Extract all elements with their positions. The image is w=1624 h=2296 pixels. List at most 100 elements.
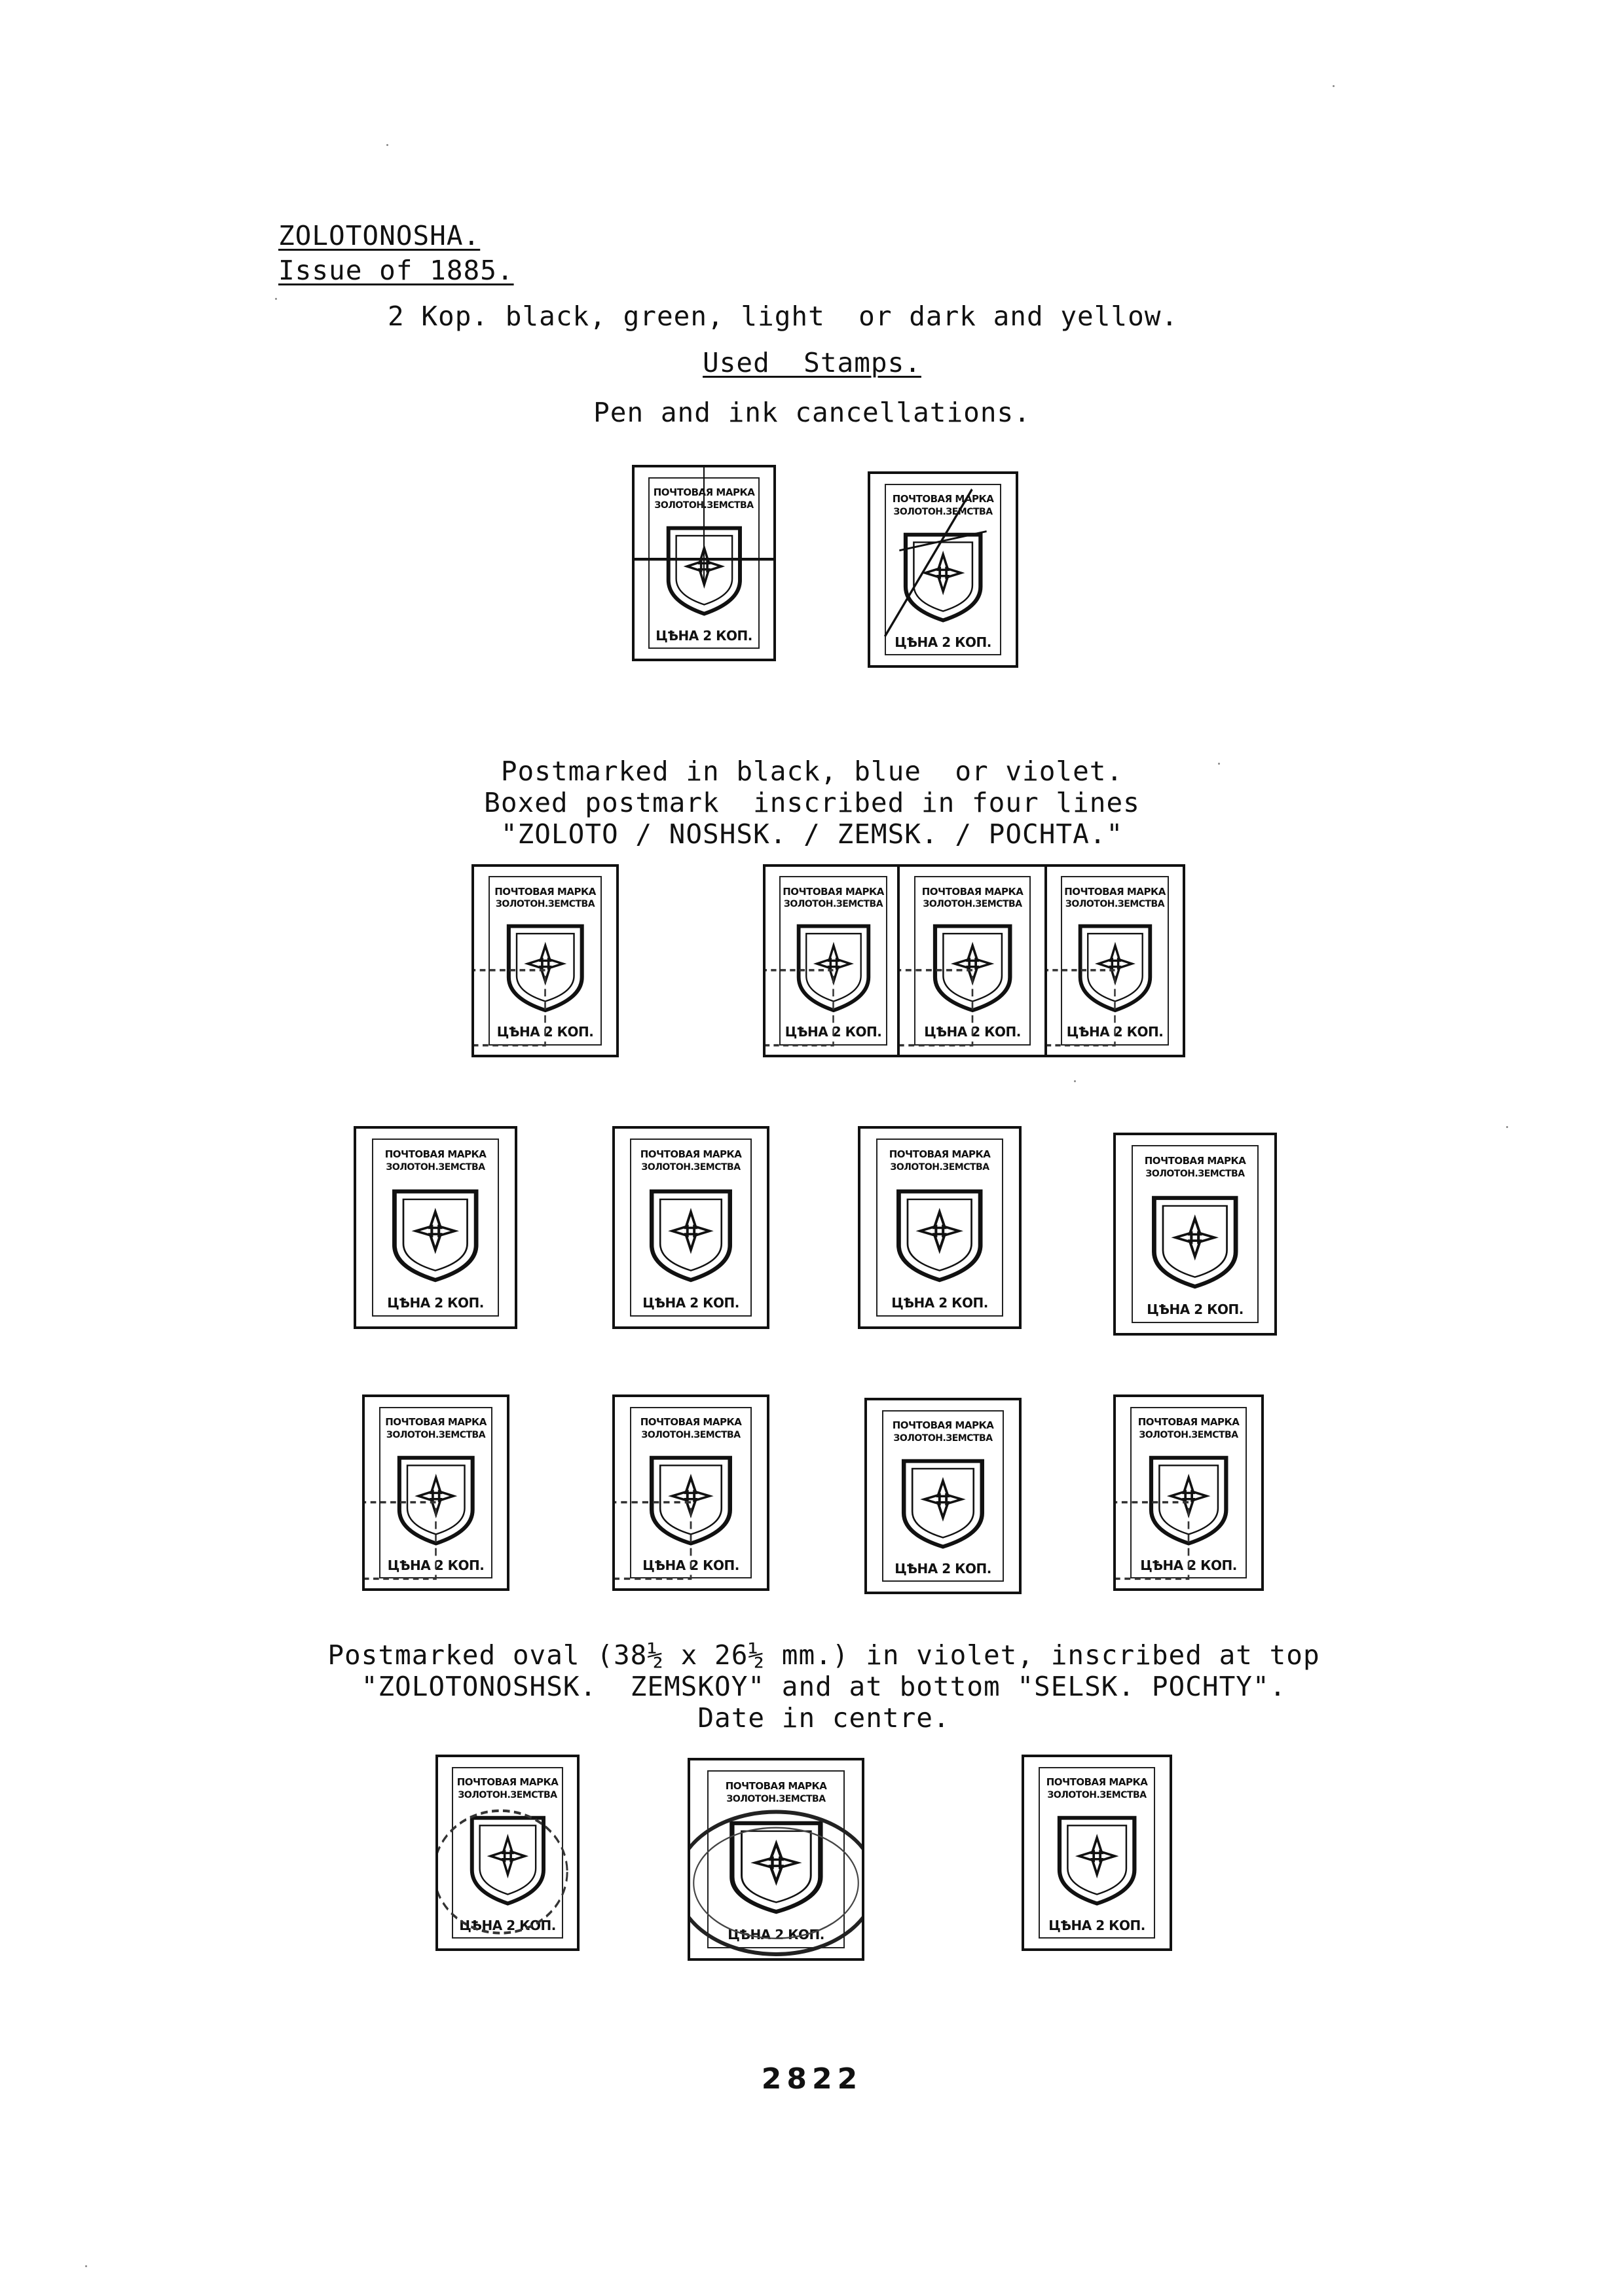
coat-of-arms-icon xyxy=(1151,1195,1240,1290)
stamp-frame xyxy=(372,1139,499,1317)
stamp-value-inscription: ЦѢНА 2 КОП. xyxy=(895,1560,991,1576)
pen-ink-caption: Pen and ink cancellations. xyxy=(593,397,1031,428)
cancellation-mark xyxy=(615,1501,692,1580)
stamp-second-inscription: ЗОЛОТОН.ЗЕМСТВА xyxy=(386,1162,485,1173)
stamp-value-inscription: ЦѢНА 2 КОП. xyxy=(642,1294,739,1311)
stamp-second-inscription: ЗОЛОТОН.ЗЕМСТВА xyxy=(783,898,883,909)
stamp-top-inscription: ПОЧТОВАЯ МАРКА xyxy=(385,1416,487,1429)
coat-of-arms-icon xyxy=(900,1458,986,1550)
stamp-second-inscription: ЗОЛОТОН.ЗЕМСТВА xyxy=(458,1789,557,1800)
cancellation-mark xyxy=(356,1129,515,1326)
stamp-second-inscription: ЗОЛОТОН.ЗЕМСТВА xyxy=(641,1429,741,1440)
stamp-second-inscription: ЗОЛОТОН.ЗЕМСТВА xyxy=(1047,1789,1147,1800)
scan-speck xyxy=(85,2265,87,2267)
cancellation-mark xyxy=(900,969,974,1047)
stamp-second-inscription: ЗОЛОТОН.ЗЕМСТВА xyxy=(1145,1169,1245,1180)
stamp-second-inscription: ЗОЛОТОН.ЗЕМСТВА xyxy=(893,1432,993,1444)
stamp-frame xyxy=(707,1770,845,1948)
coat-of-arms-icon xyxy=(1148,1455,1229,1546)
cancellation-mark xyxy=(365,1501,437,1580)
stamp-top-inscription: ПОЧТОВАЯ МАРКА xyxy=(494,885,596,898)
stamp-frame xyxy=(882,1410,1004,1582)
coat-of-arms-icon xyxy=(1077,923,1153,1013)
stamp-second-inscription: ЗОЛОТОН.ЗЕМСТВА xyxy=(386,1429,486,1440)
stamp-second-inscription: ЗОЛОТОН.ЗЕМСТВА xyxy=(1139,1429,1238,1440)
stamp-top-inscription: ПОЧТОВАЯ МАРКА xyxy=(783,885,884,898)
scan-speck xyxy=(386,144,388,146)
coat-of-arms-icon xyxy=(396,1455,476,1546)
stamp-value-inscription: ЦѢНА 2 КОП. xyxy=(1147,1301,1244,1317)
stamp-value-inscription: ЦѢНА 2 КОП. xyxy=(387,1294,484,1311)
stamp-top-inscription: ПОЧТОВАЯ МАРКА xyxy=(892,1419,994,1432)
coat-of-arms-icon xyxy=(469,1815,547,1906)
stamp-second-inscription: ЗОЛОТОН.ЗЕМСТВА xyxy=(495,898,595,909)
cancellation-mark xyxy=(635,467,773,583)
section-title: ZOLOTONOSHA. xyxy=(278,220,481,251)
stamp-second-inscription: ЗОЛОТОН.ЗЕМСТВА xyxy=(726,1794,826,1805)
stamp-top-inscription: ПОЧТОВАЯ МАРКА xyxy=(1046,1776,1148,1789)
stamp-top-inscription: ПОЧТОВАЯ МАРКА xyxy=(889,1148,991,1161)
oval-caption-line1: Postmarked oval (38½ x 26½ mm.) in viole… xyxy=(327,1639,1320,1671)
used-stamps-heading: Used Stamps. xyxy=(703,347,921,378)
stamp-frame xyxy=(876,1139,1003,1317)
cancellation-mark xyxy=(615,1129,767,1326)
stamp-second-inscription: ЗОЛОТОН.ЗЕМСТВА xyxy=(890,1162,989,1173)
cancellation-mark xyxy=(860,1129,1019,1326)
boxed-caption-line3: "ZOLOTO / NOSHSK. / ZEMSK. / POCHTA." xyxy=(500,818,1124,850)
stamp-frame xyxy=(1132,1145,1259,1323)
cancellation-mark xyxy=(690,1810,862,1956)
cancellation-mark xyxy=(1047,969,1116,1047)
stamp-value-inscription: ЦѢНА 2 КОП. xyxy=(655,627,752,644)
coat-of-arms-icon xyxy=(895,1188,984,1283)
cancellation-mark xyxy=(438,1809,568,1935)
cancellation-mark xyxy=(474,969,546,1047)
scan-speck xyxy=(1506,1126,1508,1128)
coat-of-arms-icon xyxy=(506,923,585,1013)
stamp-top-inscription: ПОЧТОВАЯ МАРКА xyxy=(640,1148,742,1161)
stamp-second-inscription: ЗОЛОТОН.ЗЕМСТВА xyxy=(641,1162,741,1173)
coat-of-arms-icon xyxy=(648,1455,733,1546)
stamp-top-inscription: ПОЧТОВАЯ МАРКА xyxy=(725,1780,827,1793)
cancellation-mark xyxy=(883,488,987,638)
stamp-top-inscription: ПОЧТОВАЯ МАРКА xyxy=(1137,1416,1240,1429)
issue-subtitle: Issue of 1885. xyxy=(278,255,514,286)
scan-speck xyxy=(1074,1080,1076,1082)
stamp-second-inscription: ЗОЛОТОН.ЗЕМСТВА xyxy=(1065,898,1165,909)
coat-of-arms-icon xyxy=(391,1188,480,1283)
scan-speck xyxy=(275,298,277,300)
oval-caption-line2: "ZOLOTONOSHSK. ZEMSKOY" and at bottom "S… xyxy=(361,1671,1287,1702)
stamp-frame xyxy=(885,483,1001,656)
coat-of-arms-icon xyxy=(932,923,1013,1013)
stamp-top-inscription: ПОЧТОВАЯ МАРКА xyxy=(384,1148,487,1161)
stamp-second-inscription: ЗОЛОТОН.ЗЕМСТВА xyxy=(893,506,993,517)
page-number: 2822 xyxy=(761,2062,863,2096)
coat-of-arms-icon xyxy=(796,923,872,1013)
boxed-caption-line2: Boxed postmark inscribed in four lines xyxy=(484,787,1140,818)
boxed-caption-line1: Postmarked in black, blue or violet. xyxy=(500,756,1124,787)
stamp-second-inscription: ЗОЛОТОН.ЗЕМСТВА xyxy=(923,898,1022,909)
stamp-value-inscription: ЦѢНА 2 КОП. xyxy=(1048,1917,1145,1933)
stamp-frame xyxy=(630,1139,752,1317)
cancellation-mark xyxy=(1024,1757,1170,1948)
coat-of-arms-icon xyxy=(1056,1815,1137,1906)
oval-caption-line3: Date in centre. xyxy=(697,1702,950,1734)
cancellation-mark xyxy=(766,969,834,1047)
scan-speck xyxy=(1218,763,1220,765)
coat-of-arms-icon xyxy=(728,1820,824,1915)
